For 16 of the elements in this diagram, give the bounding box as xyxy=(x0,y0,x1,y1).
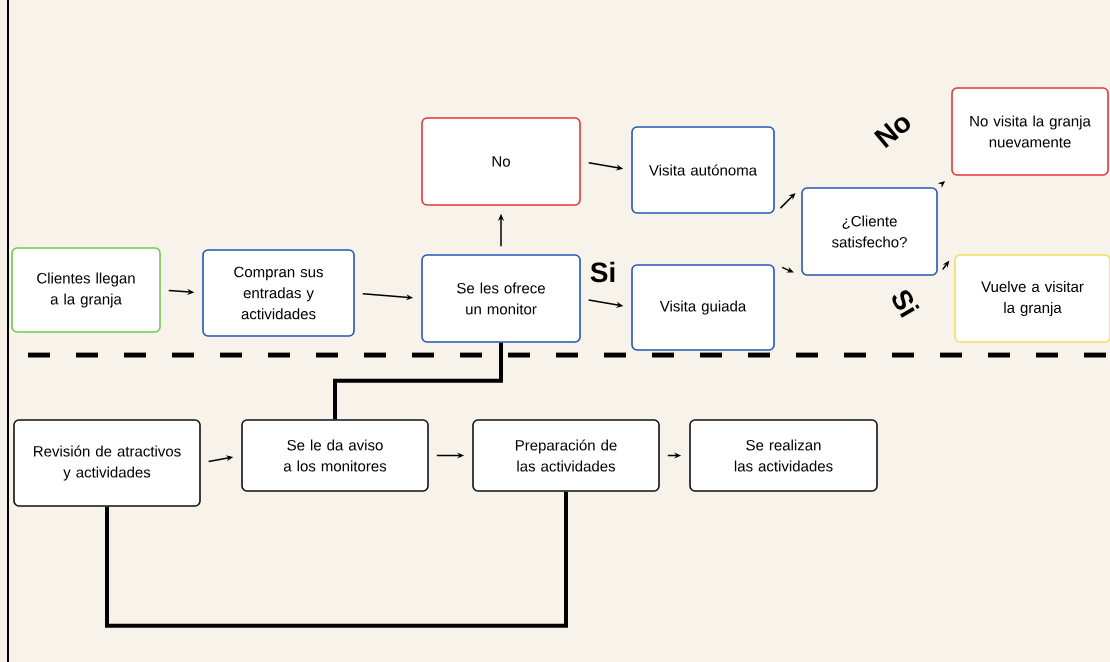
process-box: Se les ofrece un monitor xyxy=(421,254,581,343)
edge-label: No xyxy=(871,109,915,151)
arrow xyxy=(781,266,794,273)
process-box: No xyxy=(421,117,581,206)
process-box: Se le da aviso a los monitores xyxy=(241,419,429,492)
process-box: Visita autónoma xyxy=(631,126,775,214)
process-box: Visita guiada xyxy=(631,264,775,351)
process-box: Compran sus entradas y actividades xyxy=(202,249,355,337)
process-box: ¿Cliente satisfecho? xyxy=(801,187,938,276)
process-box: Clientes llegan a la granja xyxy=(11,247,161,333)
process-box: Preparación de las actividades xyxy=(472,419,660,492)
edge-label: Si xyxy=(888,285,922,321)
process-box: No visita la granja nuevamente xyxy=(951,87,1109,176)
process-box: Vuelve a visitar la granja xyxy=(954,254,1110,343)
process-box: Se realizan las actividades xyxy=(689,419,878,492)
process-box: Revisión de atractivos y actividades xyxy=(13,419,201,507)
